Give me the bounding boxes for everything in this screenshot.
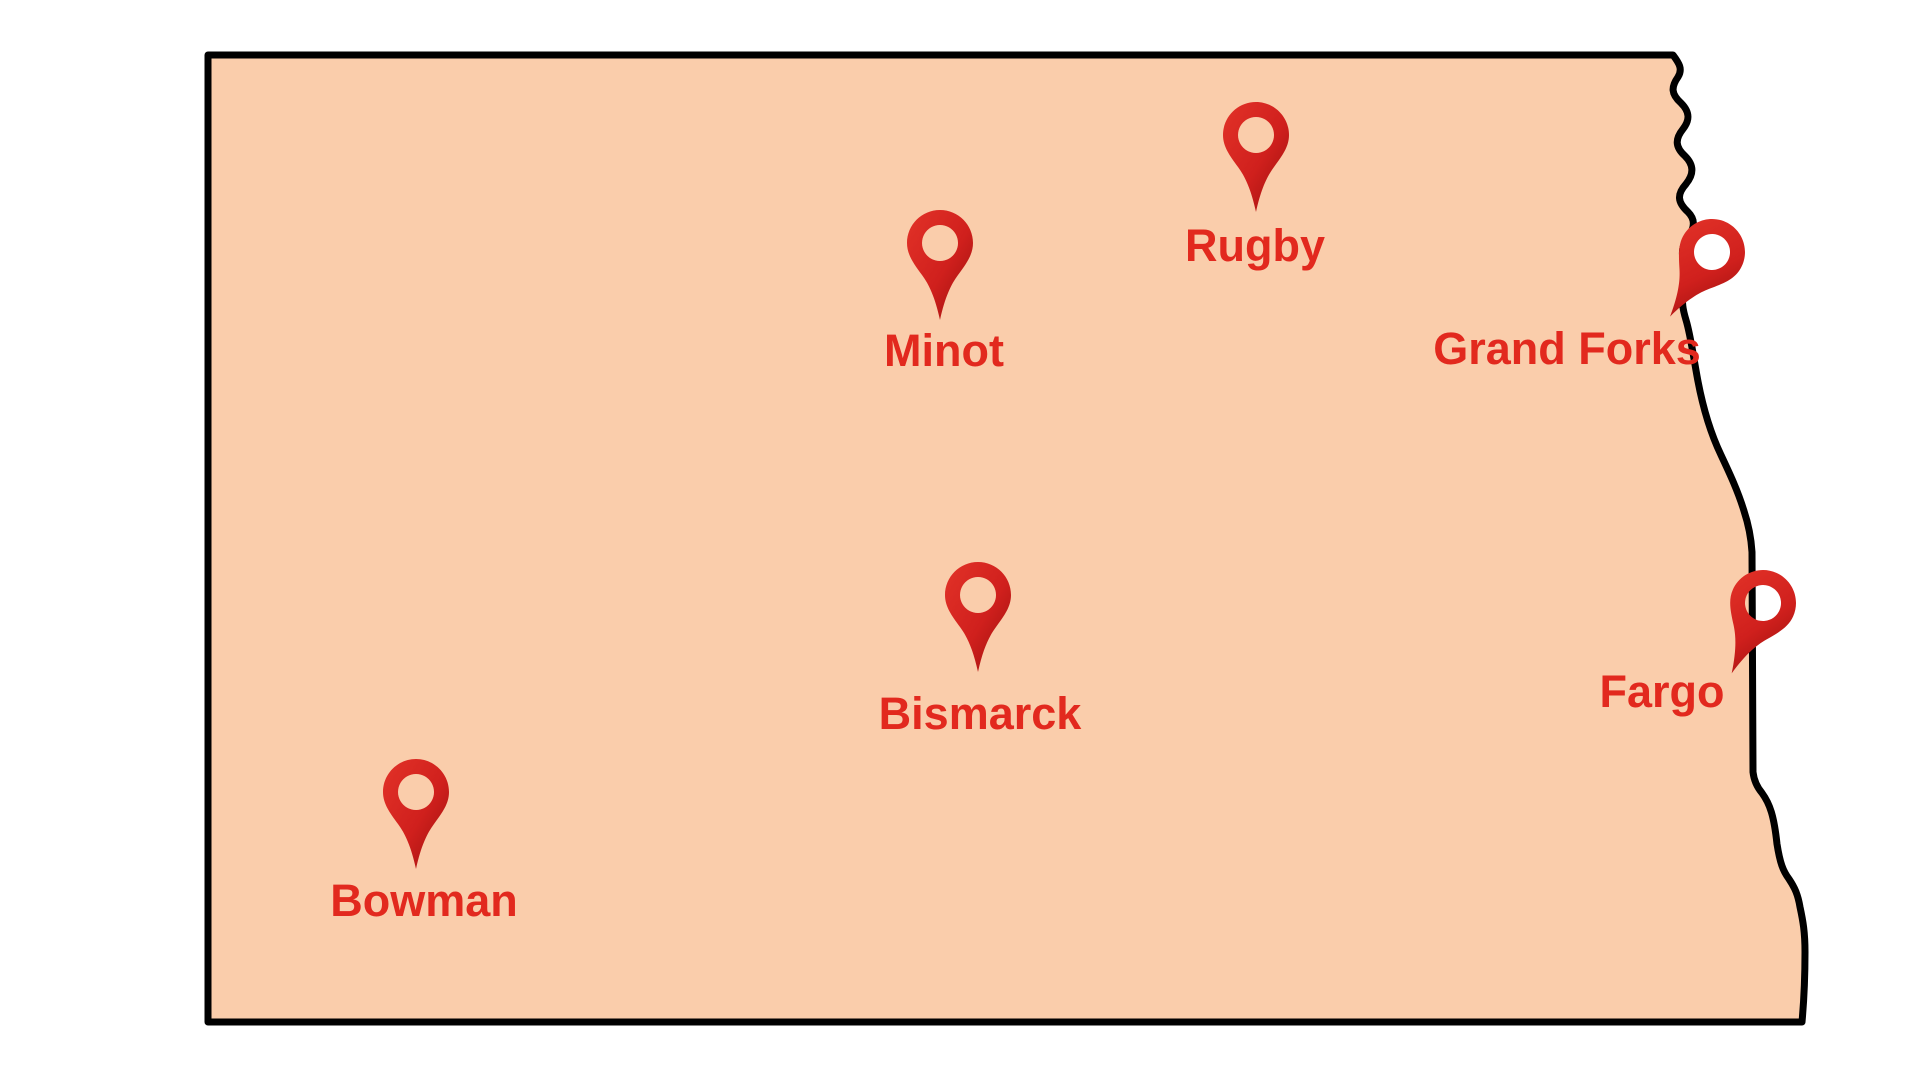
city-label-grand-forks: Grand Forks — [1433, 323, 1701, 374]
city-label-fargo: Fargo — [1599, 666, 1725, 717]
map-pin-bismarck[interactable] — [944, 561, 1012, 673]
city-label-rugby: Rugby — [1185, 220, 1325, 271]
map-pin-rugby[interactable] — [1222, 101, 1290, 213]
city-label-bowman: Bowman — [330, 875, 518, 926]
city-label-minot: Minot — [884, 325, 1004, 376]
map-pin-bowman[interactable] — [382, 758, 450, 870]
map-pin-minot[interactable] — [906, 209, 974, 321]
north-dakota-state-shape — [204, 51, 1809, 1026]
city-label-bismarck: Bismarck — [878, 688, 1082, 739]
